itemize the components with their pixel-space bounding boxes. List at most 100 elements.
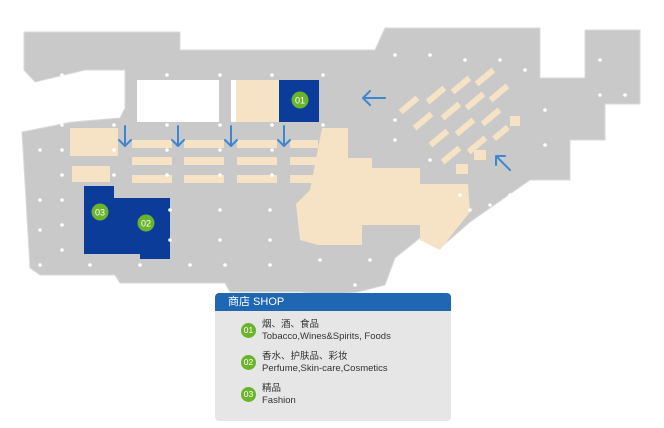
store-block xyxy=(236,80,279,122)
arrow-up-left-icon xyxy=(495,155,511,171)
column-dot xyxy=(598,93,602,97)
shelf xyxy=(237,157,277,165)
legend-item-text: 烟、酒、食品 Tobacco,Wines&Spirits, Foods xyxy=(262,319,391,343)
column-dot xyxy=(463,58,467,62)
column-dot xyxy=(268,263,272,267)
column-dot xyxy=(165,73,169,77)
column-dot xyxy=(543,143,547,147)
shelf xyxy=(290,157,318,165)
display-unit xyxy=(464,91,486,111)
column-dot xyxy=(321,73,325,77)
display-unit xyxy=(398,95,420,115)
zone-badge-02: 02 xyxy=(137,214,155,232)
display-unit xyxy=(428,128,450,148)
column-dot xyxy=(623,93,627,97)
shelf xyxy=(237,175,277,183)
column-dot xyxy=(218,148,222,152)
column-dot xyxy=(270,173,274,177)
column-dot xyxy=(353,283,357,287)
zone-badge-label: 01 xyxy=(295,96,305,106)
column-dot xyxy=(218,123,222,127)
zone-badge-01: 01 xyxy=(291,91,309,109)
legend-badge: 02 xyxy=(241,355,256,370)
display-unit xyxy=(450,75,472,95)
legend-panel: 商店 SHOP 01 烟、酒、食品 Tobacco,Wines&Spirits,… xyxy=(215,293,451,421)
legend-item-text: 精品 Fashion xyxy=(262,383,296,407)
display-unit xyxy=(510,116,520,126)
column-dot xyxy=(393,138,397,142)
column-dot xyxy=(428,158,432,162)
column-dot xyxy=(223,263,227,267)
column-dot xyxy=(270,73,274,77)
store-block xyxy=(70,128,118,156)
column-dot xyxy=(218,208,222,212)
legend-item-cn: 精品 xyxy=(262,383,282,394)
arrow-down-icon xyxy=(118,125,132,147)
column-dot xyxy=(573,148,577,152)
store-blocks xyxy=(70,67,520,250)
column-dot xyxy=(368,258,372,262)
shelf xyxy=(184,175,224,183)
legend-badge: 01 xyxy=(241,323,256,338)
column-dot xyxy=(138,263,142,267)
column-dot xyxy=(112,123,116,127)
display-units xyxy=(398,67,520,174)
arrow-down-icon xyxy=(224,125,238,147)
column-dot xyxy=(393,53,397,57)
legend-item-03: 03 精品 Fashion xyxy=(241,383,296,407)
void-area xyxy=(137,80,219,122)
column-dot xyxy=(218,173,222,177)
column-dot xyxy=(165,123,169,127)
column-dot xyxy=(270,148,274,152)
column-dot xyxy=(543,108,547,112)
zone-badge-label: 02 xyxy=(141,219,151,229)
column-dot xyxy=(268,208,272,212)
legend-title: 商店 SHOP xyxy=(215,293,451,311)
arrow-left-icon xyxy=(362,90,386,106)
column-dot xyxy=(38,228,42,232)
column-dot xyxy=(168,238,172,242)
display-unit xyxy=(488,83,510,103)
store-block xyxy=(72,166,110,182)
column-dot xyxy=(112,148,116,152)
shelf xyxy=(290,175,318,183)
column-dot xyxy=(498,58,502,62)
display-unit xyxy=(425,85,447,105)
column-dot xyxy=(38,263,42,267)
display-unit xyxy=(466,135,488,155)
column-dot xyxy=(38,198,42,202)
column-dots xyxy=(38,53,627,287)
column-dot xyxy=(60,73,64,77)
column-dot xyxy=(88,263,92,267)
arrow-down-icon xyxy=(171,125,185,147)
column-dot xyxy=(168,208,172,212)
display-unit xyxy=(480,107,502,127)
column-dot xyxy=(60,148,64,152)
display-unit xyxy=(474,67,496,87)
shelf xyxy=(184,140,224,148)
column-dot xyxy=(218,73,222,77)
column-dot xyxy=(321,123,325,127)
legend-item-cn: 烟、酒、食品 xyxy=(262,319,320,330)
column-dot xyxy=(60,173,64,177)
display-unit xyxy=(412,111,434,131)
shelf xyxy=(290,140,318,148)
legend-badge: 03 xyxy=(241,387,256,402)
column-dot xyxy=(60,223,64,227)
column-dot xyxy=(38,148,42,152)
legend-item-text: 香水、护肤品、彩妆 Perfume,Skin-care,Cosmetics xyxy=(262,351,388,375)
arrow-down-icon xyxy=(277,125,291,147)
column-dot xyxy=(508,193,512,197)
shelf xyxy=(184,157,224,165)
legend-item-en: Fashion xyxy=(262,395,296,406)
shelf xyxy=(132,157,172,165)
legend-item-en: Tobacco,Wines&Spirits, Foods xyxy=(262,331,391,342)
legend-item-01: 01 烟、酒、食品 Tobacco,Wines&Spirits, Foods xyxy=(241,319,391,343)
shelf xyxy=(132,175,172,183)
legend-item-en: Perfume,Skin-care,Cosmetics xyxy=(262,363,388,374)
zone-badge-03: 03 xyxy=(91,203,109,221)
column-dot xyxy=(458,193,462,197)
zone-badge-label: 03 xyxy=(95,208,105,218)
column-dot xyxy=(112,173,116,177)
